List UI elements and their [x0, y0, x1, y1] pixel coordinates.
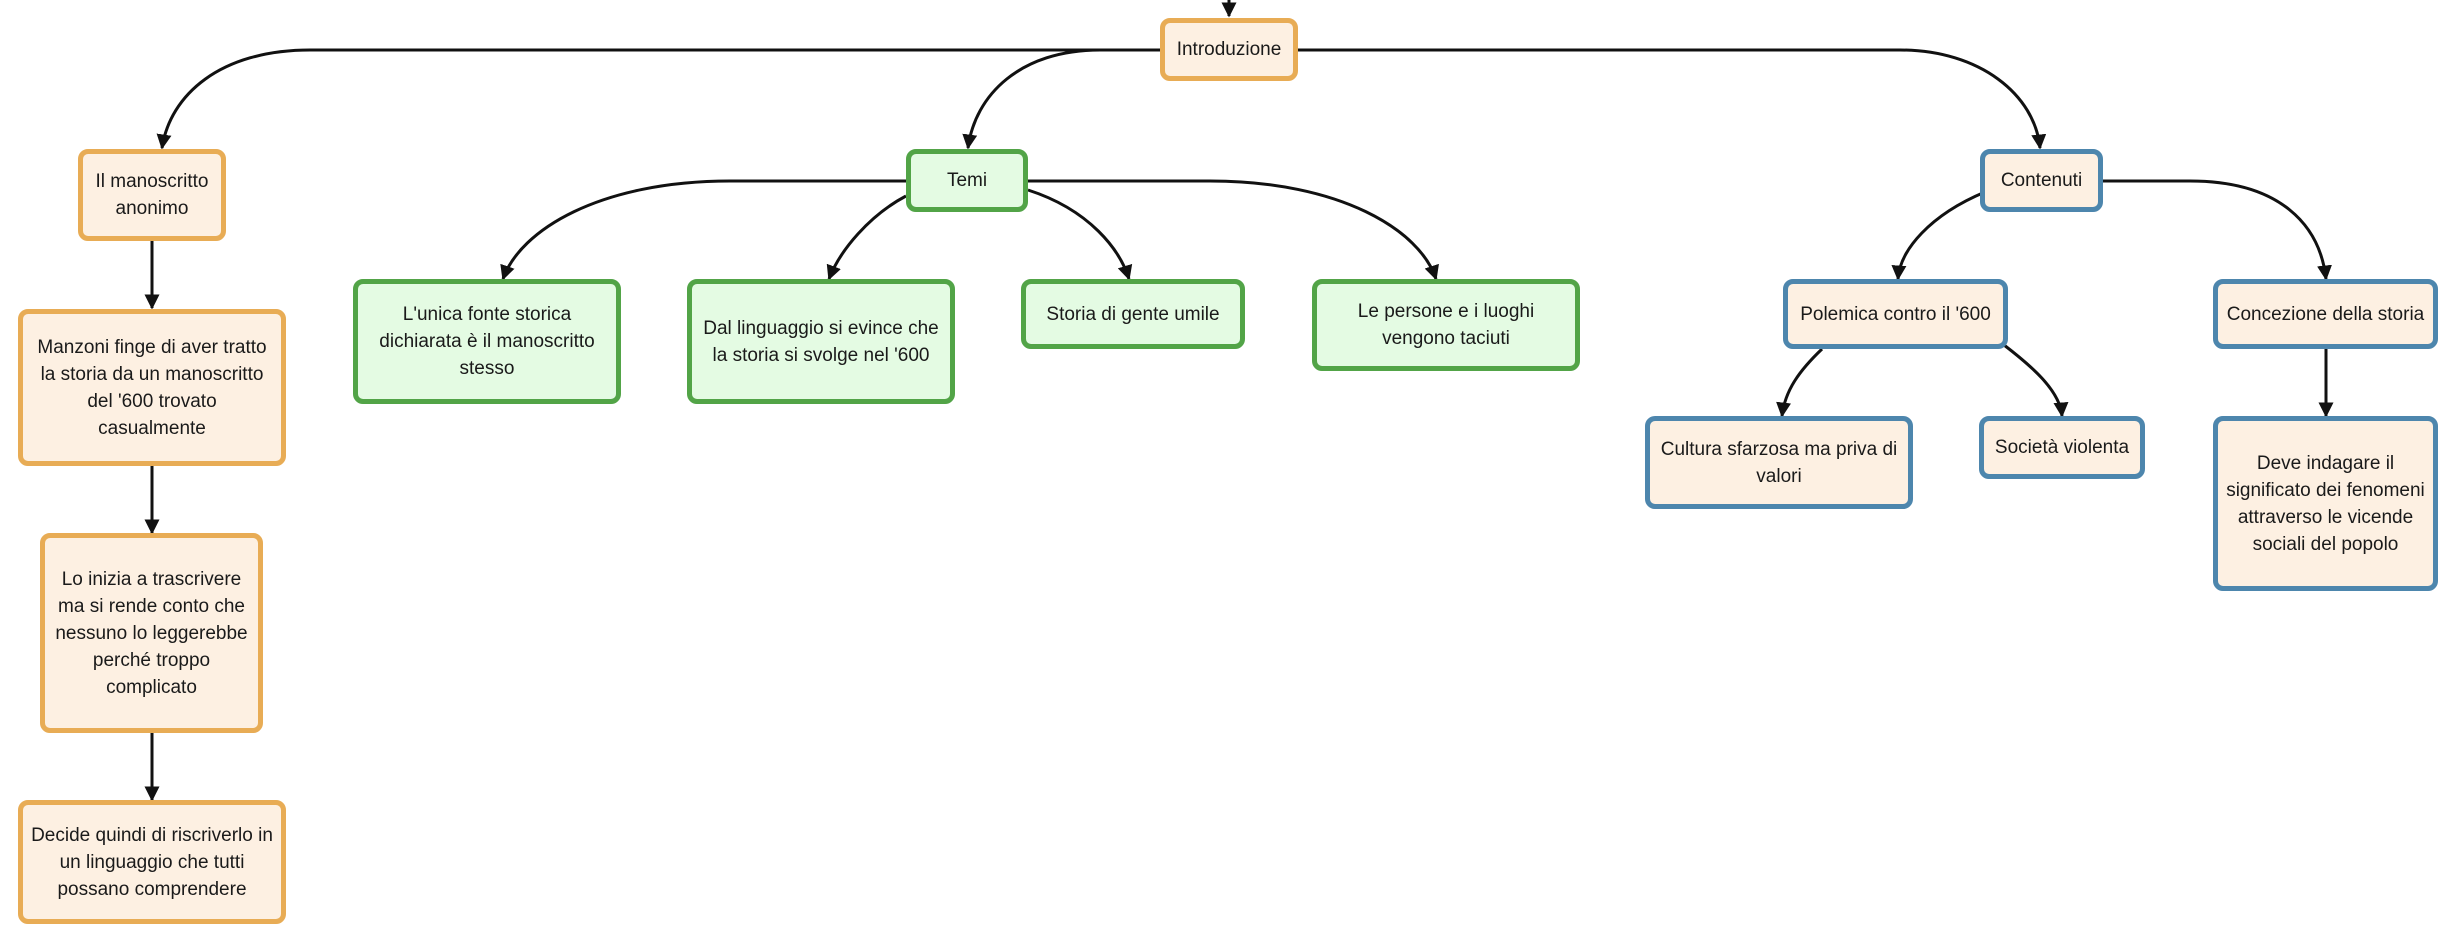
node-contenuti-label: Contenuti [2000, 170, 2083, 191]
edge-temi-persone [1028, 179, 1439, 281]
node-fonte-label: L'unica fonte storica dichiarata è il ma… [379, 304, 595, 379]
edge-contenuti-polemica [1891, 190, 1986, 281]
node-cultura[interactable]: Cultura sfarzosa ma priva di valori [1645, 416, 1913, 509]
node-introduzione-label: Introduzione [1176, 39, 1282, 60]
node-introduzione[interactable]: Introduzione [1160, 18, 1298, 81]
node-indagare-label: Deve indagare il significato dei fenomen… [2226, 452, 2425, 555]
node-concezione-label: Concezione della storia [2226, 303, 2425, 325]
node-polemica[interactable]: Polemica contro il '600 [1783, 279, 2008, 349]
edge-contenuti-concezione [2103, 179, 2332, 281]
edge-temi-gente [1027, 188, 1133, 281]
node-contenuti[interactable]: Contenuti [1980, 149, 2103, 212]
node-gente-umile-label: Storia di gente umile [1046, 303, 1220, 325]
node-trascrivere[interactable]: Lo inizia a trascrivere ma si rende cont… [40, 533, 263, 733]
edge-introduzione-manoscritto [156, 48, 1160, 150]
node-fonte[interactable]: L'unica fonte storica dichiarata è il ma… [353, 279, 621, 404]
node-societa-label: Società violenta [1994, 437, 2130, 458]
node-societa[interactable]: Società violenta [1979, 416, 2145, 479]
node-temi-label: Temi [946, 170, 988, 191]
node-polemica-label: Polemica contro il '600 [1800, 303, 1991, 325]
node-riscriverlo-label: Decide quindi di riscriverlo in un lingu… [31, 824, 273, 900]
node-temi[interactable]: Temi [906, 149, 1028, 212]
node-persone-label: Le persone e i luoghi vengono taciuti [1357, 301, 1535, 349]
edge-introduzione-temi [962, 48, 1160, 150]
edge-temi-fonte [500, 179, 906, 281]
node-linguaggio[interactable]: Dal linguaggio si evince che la storia s… [687, 279, 955, 404]
node-gente-umile[interactable]: Storia di gente umile [1021, 279, 1245, 349]
node-trascrivere-label: Lo inizia a trascrivere ma si rende cont… [55, 568, 248, 698]
node-manzoni[interactable]: Manzoni finge di aver tratto la storia d… [18, 309, 286, 466]
node-persone[interactable]: Le persone e i luoghi vengono taciuti [1312, 279, 1580, 371]
edge-temi-linguaggio [826, 194, 907, 281]
node-concezione[interactable]: Concezione della storia [2213, 279, 2438, 349]
edge-polemica-cultura [1776, 347, 1824, 418]
edge-polemica-societa [2003, 343, 2069, 418]
node-manzoni-label: Manzoni finge di aver tratto la storia d… [37, 336, 267, 439]
node-riscriverlo[interactable]: Decide quindi di riscriverlo in un lingu… [18, 800, 286, 924]
node-linguaggio-label: Dal linguaggio si evince che la storia s… [703, 317, 939, 366]
node-indagare[interactable]: Deve indagare il significato dei fenomen… [2213, 416, 2438, 591]
edge-introduzione-contenuti [1298, 48, 2047, 150]
node-manoscritto-label: Il manoscritto anonimo [95, 171, 209, 219]
node-cultura-label: Cultura sfarzosa ma priva di valori [1660, 438, 1898, 487]
node-manoscritto[interactable]: Il manoscritto anonimo [78, 149, 226, 241]
